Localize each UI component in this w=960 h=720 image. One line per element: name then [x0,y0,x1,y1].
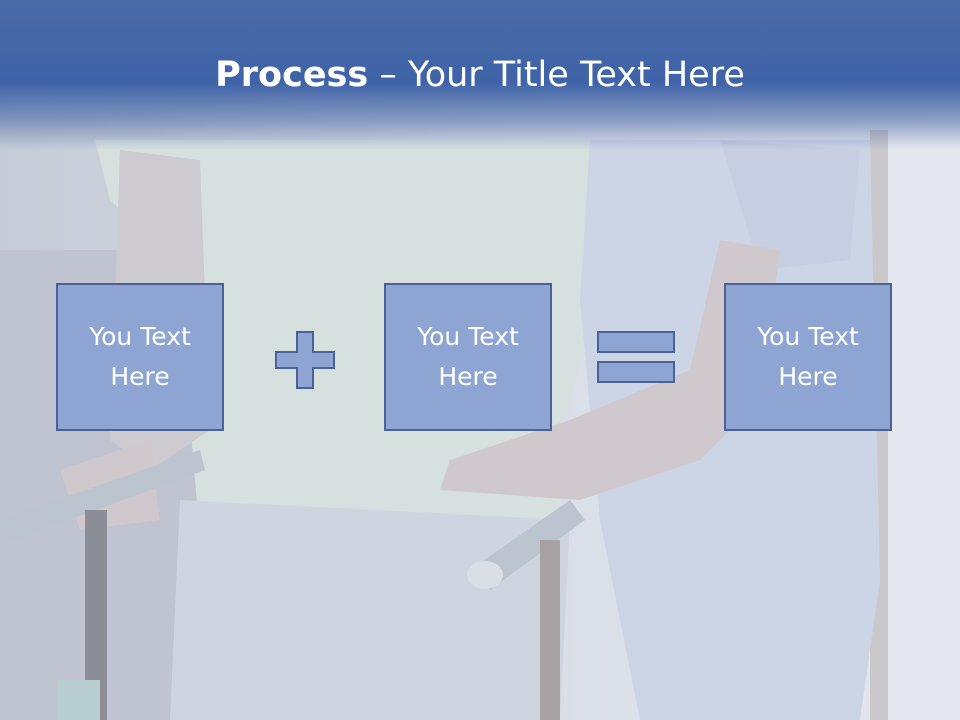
text-box-3[interactable]: You Text Here [724,283,892,431]
text-box-1[interactable]: You Text Here [56,283,224,431]
title-banner [0,0,960,150]
plus-icon [275,331,335,389]
text-box-2[interactable]: You Text Here [384,283,552,431]
title-rest: – Your Title Text Here [368,55,745,95]
slide-title: Process – Your Title Text Here [0,50,960,100]
equals-icon [597,331,675,383]
title-bold: Process [215,55,369,95]
